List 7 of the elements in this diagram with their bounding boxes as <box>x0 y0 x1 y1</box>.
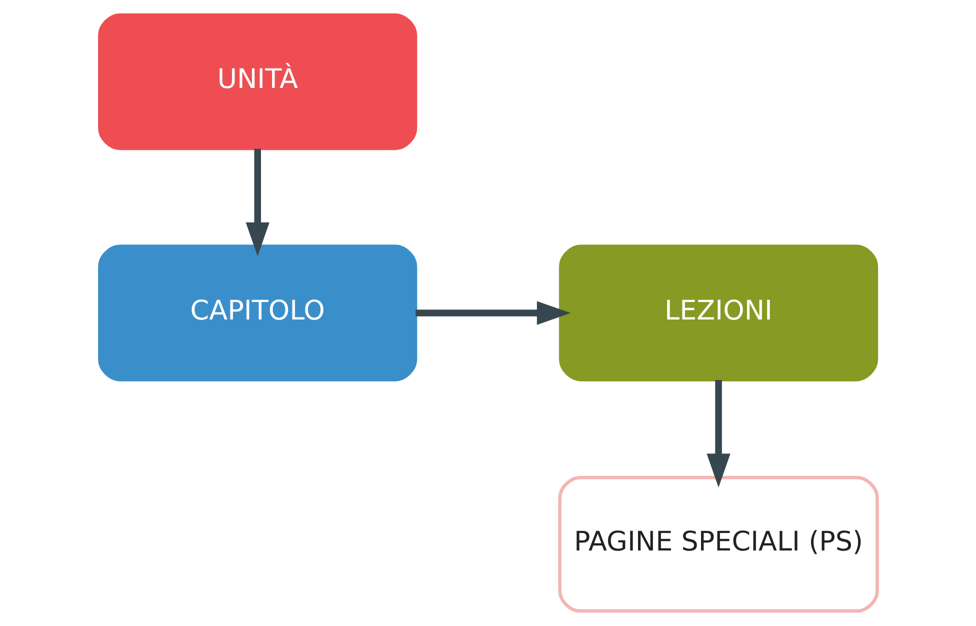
node-box: CAPITOLO <box>98 244 417 382</box>
node-box: LEZIONI <box>558 244 878 382</box>
arrow <box>706 380 730 488</box>
arrow <box>245 148 269 256</box>
node-box: PAGINE SPECIALI (PS) <box>558 476 878 613</box>
arrow <box>415 301 570 325</box>
node-box: UNITÀ <box>98 13 417 150</box>
